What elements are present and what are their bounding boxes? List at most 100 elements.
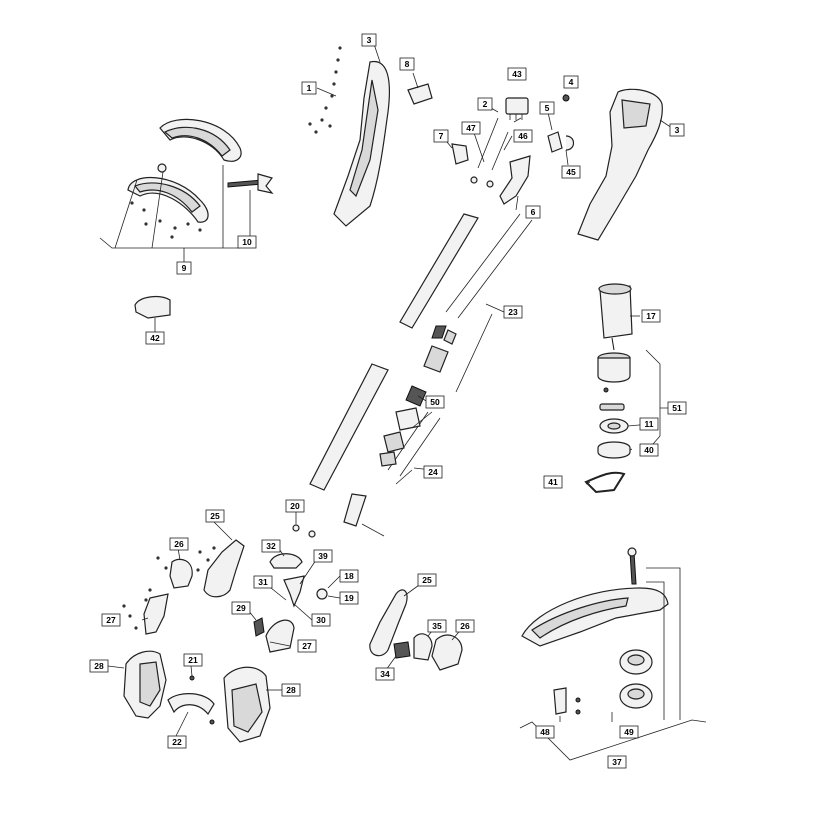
main-handle-half-left [333,61,391,227]
part-26-housing [431,634,463,671]
label-43: 43 [507,67,527,81]
svg-text:9: 9 [182,263,187,273]
label-5: 5 [539,101,555,115]
shaft-rail [343,493,367,527]
label-50: 50 [425,395,445,409]
svg-text:31: 31 [258,577,268,587]
part-27-bracket [143,593,169,635]
svg-text:8: 8 [405,59,410,69]
label-17: 17 [641,309,661,323]
svg-text:27: 27 [302,641,312,651]
housing-25-rear [203,539,245,598]
label-27a: 27 [101,613,121,627]
handle-bolt [227,179,263,188]
part-45-spring [565,135,575,151]
label-32: 32 [261,539,281,553]
lower-shaft-tube [309,363,389,491]
svg-text:39: 39 [318,551,328,561]
label-26b: 26 [455,619,475,633]
svg-text:7: 7 [439,131,444,141]
svg-text:10: 10 [242,237,252,247]
part-32-cap [269,553,303,569]
svg-text:24: 24 [428,467,438,477]
svg-text:18: 18 [344,571,354,581]
label-24: 24 [423,465,443,479]
svg-text:32: 32 [266,541,276,551]
label-4: 4 [563,75,579,89]
label-29: 29 [231,601,251,615]
label-1: 1 [301,81,317,95]
main-handle-group [308,46,433,227]
spool-base-40 [597,441,631,459]
part-29-spring [253,617,265,637]
label-11: 11 [639,417,659,431]
svg-text:45: 45 [566,167,576,177]
housing-25-front [369,589,408,657]
label-46: 46 [513,129,533,143]
svg-text:21: 21 [188,655,198,665]
label-31: 31 [253,575,273,589]
label-6: 6 [525,205,541,219]
label-19: 19 [339,591,359,605]
svg-text:49: 49 [624,727,634,737]
svg-text:43: 43 [512,69,522,79]
part-7-button [451,143,469,165]
label-47: 47 [461,121,481,135]
guard-group [519,547,707,762]
svg-text:4: 4 [569,77,574,87]
svg-text:25: 25 [422,575,432,585]
coupler-sleeve [395,407,421,431]
label-42: 42 [145,331,165,345]
label-30: 30 [311,613,331,627]
handle-screws [130,201,202,239]
upper-shaft-tube [399,213,479,329]
svg-text:42: 42 [150,333,160,343]
part-35-gear [413,633,433,661]
part-39-lever [283,575,305,608]
part-48-bracket [553,687,567,715]
svg-text:5: 5 [545,103,550,113]
motor-spool-group [584,283,668,494]
shaft-wiring-upper [445,213,533,319]
shaft-group [309,213,533,537]
svg-text:26: 26 [460,621,470,631]
main-handle-rib [349,79,379,198]
handle-upper-grip [163,126,231,157]
svg-text:34: 34 [380,669,390,679]
svg-text:3: 3 [675,125,680,135]
svg-text:41: 41 [548,477,558,487]
label-34: 34 [375,667,395,681]
svg-text:35: 35 [432,621,442,631]
svg-text:40: 40 [644,445,654,455]
part-22-ring [167,693,215,716]
label-37: 37 [607,755,627,769]
svg-text:51: 51 [672,403,682,413]
handle-upper-part [159,118,242,162]
label-23: 23 [503,305,523,319]
part-34-spring [393,641,411,659]
label-27b: 27 [297,639,317,653]
part-30-cover [265,619,295,653]
svg-text:19: 19 [344,593,354,603]
svg-text:37: 37 [612,757,622,767]
switch-contacts [509,114,523,120]
label-20: 20 [285,499,305,513]
part-18-clamp [316,588,328,600]
svg-text:46: 46 [518,131,528,141]
svg-text:47: 47 [466,123,476,133]
svg-text:6: 6 [531,207,536,217]
label-49: 49 [619,725,639,739]
main-handle-half-right [577,88,663,241]
part-42-clip [134,295,171,319]
svg-text:25: 25 [210,511,220,521]
label-8: 8 [399,57,415,71]
trigger-lever [499,155,531,205]
right-handle-insert [621,99,651,129]
label-45: 45 [561,165,581,179]
label-9: 9 [176,261,192,275]
svg-text:23: 23 [508,307,518,317]
switch-group [451,94,575,205]
label-7: 7 [433,129,449,143]
label-3a: 3 [361,33,377,47]
label-51: 51 [667,401,687,415]
